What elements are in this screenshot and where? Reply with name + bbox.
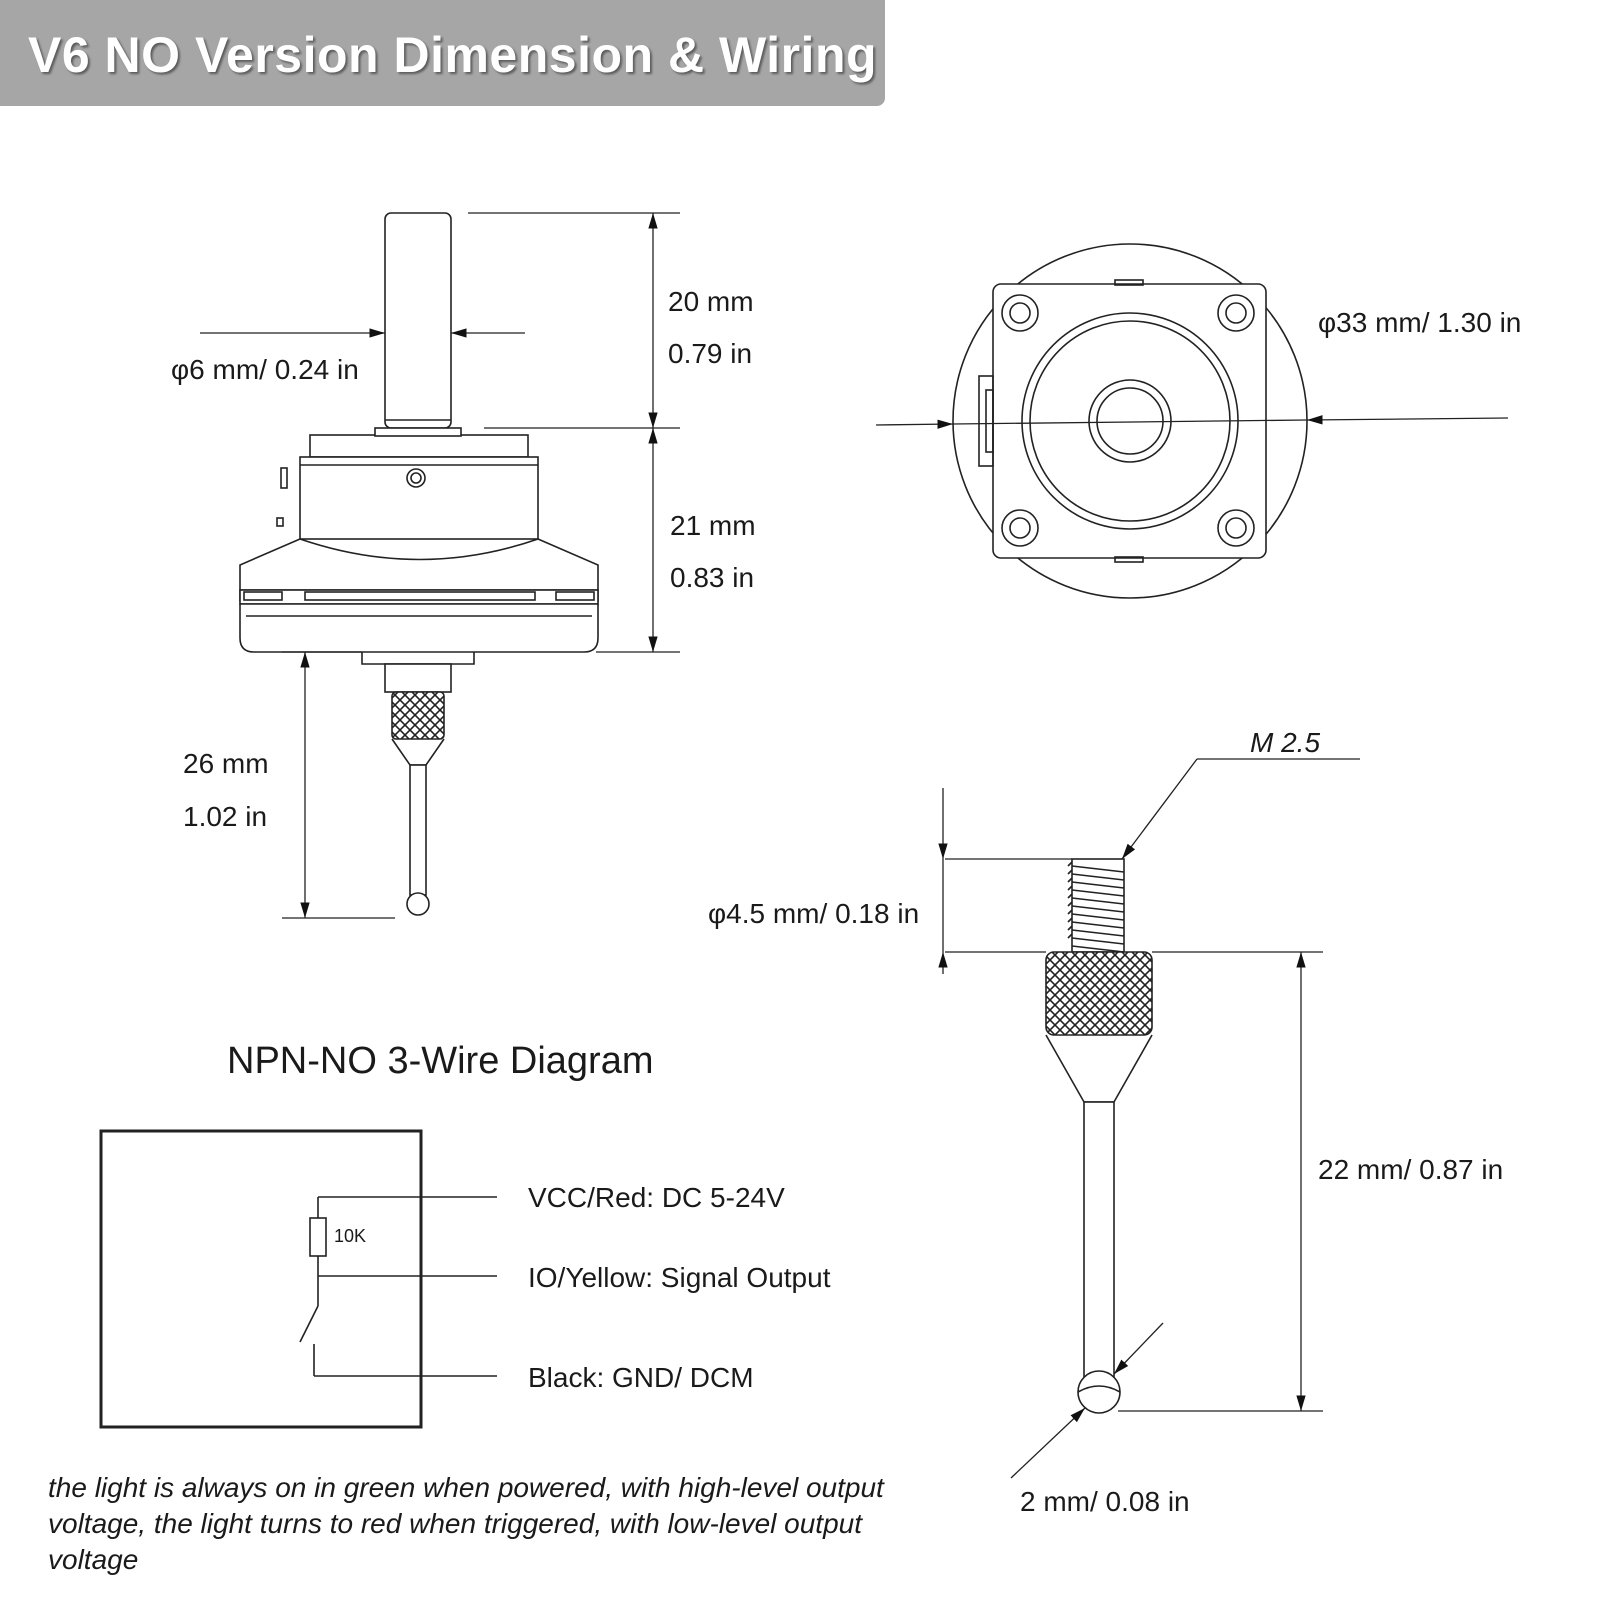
side-dimensions [200,212,680,919]
probe-side-view [239,212,599,916]
wire-io-label: IO/Yellow: Signal Output [528,1262,831,1293]
tip-length-label: 22 mm/ 0.87 in [1318,1154,1504,1185]
probe-length-in-label: 1.02 in [183,801,268,832]
stylus-tip-view [1045,858,1153,1414]
body-diameter-label: φ33 mm/ 1.30 in [1318,307,1522,338]
title-bar: V6 NO Version Dimension & Wiring [0,0,885,106]
top-height-mm-label: 20 mm [668,286,754,317]
probe-length-mm-label: 26 mm [183,748,269,779]
body-height-in-label: 0.83 in [670,562,755,593]
stylus-diameter-label: φ6 mm/ 0.24 in [171,354,359,385]
body-height-mm-label: 21 mm [670,510,756,541]
thread-label: M 2.5 [1250,727,1321,758]
tip-dimensions [938,758,1360,1479]
wire-vcc-label: VCC/Red: DC 5-24V [528,1182,785,1213]
indicator-light-note: the light is always on in green when pow… [48,1472,884,1575]
top-height-in-label: 0.79 in [668,338,753,369]
page-title: V6 NO Version Dimension & Wiring [28,27,878,83]
ball-diameter-label: 2 mm/ 0.08 in [1020,1486,1190,1517]
knurl-diameter-label: φ4.5 mm/ 0.18 in [708,898,920,929]
wiring-box [99,1129,497,1429]
top-view-dimension [875,415,1509,429]
resistor-label: 10K [334,1226,367,1246]
wire-gnd-label: Black: GND/ DCM [528,1362,754,1393]
probe-top-view [952,243,1308,599]
wiring-diagram-title: NPN-NO 3-Wire Diagram [227,1040,654,1082]
